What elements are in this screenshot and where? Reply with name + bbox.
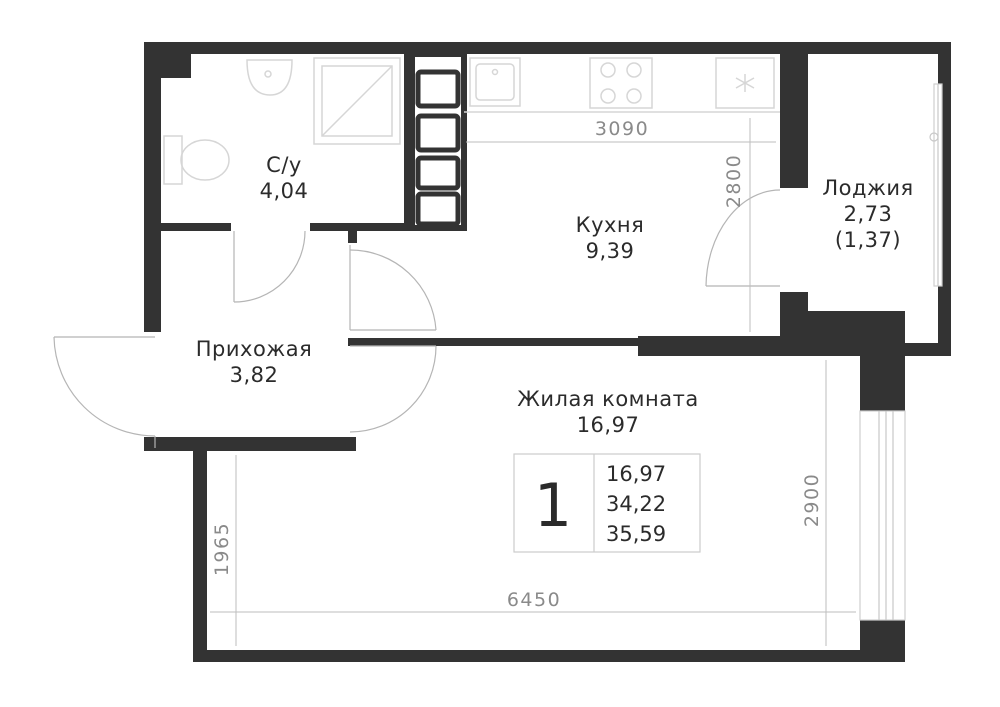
dimension-lines [210,118,856,646]
loggia-area-reduced: (1,37) [835,228,901,252]
entrance-door [53,336,156,448]
bathroom-name: С/у [266,153,302,177]
loggia-name: Лоджия [822,176,913,200]
room-width-dim: 6450 [507,589,561,611]
hallway-name: Прихожая [196,337,312,361]
bathroom-area: 4,04 [260,179,309,203]
kitchen-width-dim: 3090 [595,118,649,140]
kitchen-door [349,245,437,331]
bathroom-door [233,230,306,303]
loggia-glazing [929,83,943,287]
kitchen-depth-dim: 2800 [723,154,745,208]
kitchen-sink-icon [469,57,521,107]
stove-icon [589,57,653,109]
hallway-area: 3,82 [230,363,279,387]
kitchen-fixtures [464,57,780,113]
room-left-depth-dim: 1965 [211,522,233,576]
shower-icon [313,57,401,145]
sink-icon [246,59,293,96]
living-room-door [349,345,437,433]
dimension-labels: 3090 2800 6450 2900 1965 [211,118,823,611]
living-room-window [859,410,906,621]
room-depth-dim: 2900 [801,473,823,527]
bathroom-fixtures [163,57,401,185]
loggia-door [705,189,781,287]
living-room-name: Жилая комната [517,387,698,411]
living-area-value: 16,97 [606,462,666,486]
area-summary-box: 1 16,97 34,22 35,59 [513,453,701,553]
total-area-loggia-value: 35,59 [606,522,666,546]
kitchen-area: 9,39 [586,239,635,263]
rooms-count: 1 [534,471,572,541]
living-room-area: 16,97 [577,413,640,437]
loggia-area: 2,73 [844,202,893,226]
room-labels: С/у 4,04 Кухня 9,39 Лоджия 2,73 (1,37) П… [196,153,913,437]
kitchen-name: Кухня [576,213,645,237]
total-area-value: 34,22 [606,492,666,516]
doors [53,189,781,448]
fridge-icon [715,57,775,109]
storage-shelves [409,51,467,231]
walls [144,42,951,662]
toilet-icon [163,135,230,185]
